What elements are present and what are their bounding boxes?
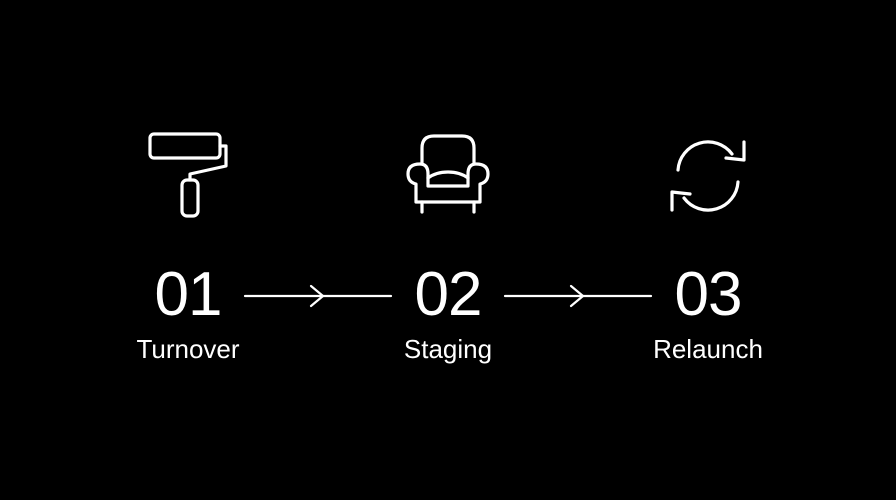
armchair-icon [400, 128, 496, 224]
step-number-3: 03 [674, 260, 743, 329]
arrow-right-icon [503, 283, 653, 309]
refresh-icon [660, 128, 756, 224]
step-number-2: 02 [414, 260, 483, 329]
paint-roller-icon [140, 128, 236, 224]
step-label-relaunch: Relaunch [653, 334, 763, 364]
step-number-1: 01 [154, 260, 223, 329]
arrow-right-icon [243, 283, 393, 309]
step-label-staging: Staging [403, 334, 493, 364]
step-label-turnover: Turnover [136, 334, 240, 364]
